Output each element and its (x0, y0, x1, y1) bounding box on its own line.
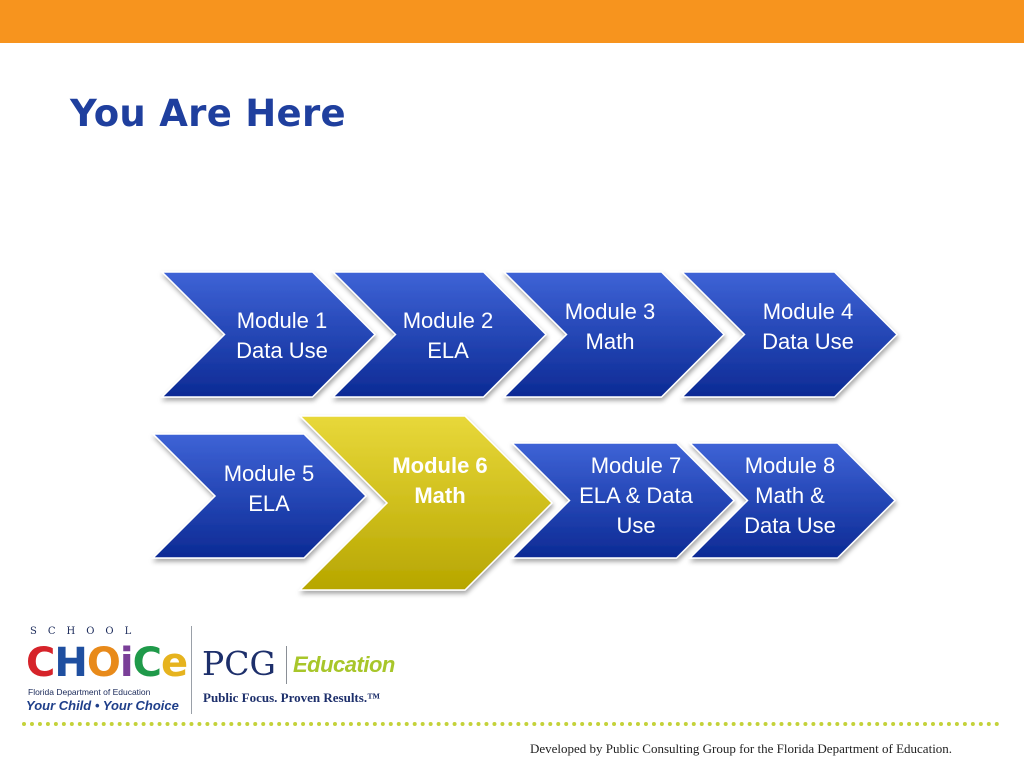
module-label-line: Module 5 (223, 461, 315, 486)
module-label-line: ELA (248, 491, 290, 516)
module-label-line: Data Use (236, 338, 328, 363)
module-label-line: Module 3 (564, 299, 656, 324)
choice-letter: C (26, 640, 55, 686)
choice-letter: O (86, 640, 121, 686)
choice-letter: i (119, 640, 134, 686)
module-label-line: Math (585, 329, 635, 354)
module-label-line: Module 8 (744, 453, 836, 478)
footer-credit: Developed by Public Consulting Group for… (530, 741, 953, 756)
pcg-division: Education (293, 652, 395, 677)
module-chevron-current (298, 415, 554, 591)
choice-letter: e (160, 640, 188, 686)
school-choice-logo: CHOiCe (26, 640, 188, 686)
module-chevron (680, 271, 899, 398)
module-label-line: Module 6 (392, 453, 488, 478)
pcg-tagline: Public Focus. Proven Results.™ (203, 690, 381, 705)
module-label-line: Module 2 (402, 308, 494, 333)
module-label: Module 4 Data Use (738, 297, 878, 357)
module-label-line: Module 4 (762, 299, 854, 324)
module-label-line: Data Use (744, 513, 836, 538)
module-label: Module 8 Math & Data Use (720, 451, 860, 541)
module-chevron (160, 271, 377, 398)
module-label-line: Math (414, 483, 466, 508)
module-chevron (688, 442, 897, 559)
module-label: Module 3 Math (540, 297, 680, 357)
module-label-line: Data Use (762, 329, 854, 354)
module-label-line: ELA & Data (579, 483, 693, 508)
school-choice-department: Florida Department of Education (28, 687, 151, 697)
module-label: Module 2 ELA (378, 306, 518, 366)
module-label-line: Math & (755, 483, 825, 508)
module-label-line: Module 7 (590, 453, 682, 478)
choice-letter: H (54, 640, 87, 686)
module-label: Module 6 Math (370, 451, 510, 511)
module-chevron (502, 271, 726, 398)
module-label: Module 5 ELA (199, 459, 339, 519)
module-chevron (151, 433, 368, 559)
choice-letter: C (132, 640, 162, 686)
school-choice-tagline: Your Child • Your Choice (26, 698, 179, 713)
logo-divider (191, 626, 192, 714)
page-title: You Are Here (70, 92, 346, 135)
top-accent-bar (0, 0, 1024, 43)
school-choice-top-word: SCHOOL (30, 626, 143, 637)
module-chevron (331, 271, 548, 398)
module-chevron (510, 442, 736, 559)
module-label-line: Module 1 (236, 308, 328, 333)
pcg-divider (286, 646, 287, 684)
module-label-line: Use (616, 513, 656, 538)
pcg-logo-name: PCG (202, 644, 276, 683)
module-label: Module 1 Data Use (212, 306, 352, 366)
footer-dotted-divider (22, 722, 1000, 726)
module-label-line: ELA (427, 338, 469, 363)
